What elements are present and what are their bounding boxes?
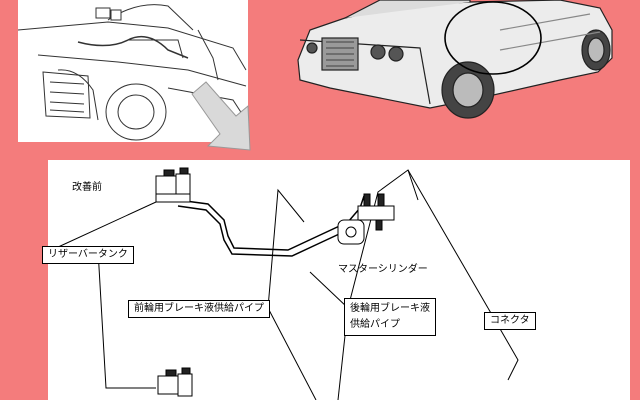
master-cylinder-icon: [337, 193, 395, 245]
rear-brake-pipe-label: 後輪用ブレーキ液 供給パイプ: [344, 298, 436, 336]
diagram-title: 改善前: [72, 182, 102, 193]
reservoir-tank-icon: [157, 367, 193, 397]
car-photo-icon: [297, 0, 613, 119]
reservoir-tank-icon: [155, 167, 191, 203]
front-brake-pipe-label: 前輪用ブレーキ液供給パイプ: [128, 300, 270, 318]
master-cylinder-label: マスターシリンダー: [338, 264, 428, 275]
rear-brake-pipe-label-line1: 後輪用ブレーキ液: [350, 303, 430, 314]
connector-label: コネクタ: [484, 312, 536, 330]
car-sketch-panel: [18, 0, 248, 142]
reservoir-tank-label: リザーバータンク: [42, 246, 134, 264]
brake-diagram-lines: [55, 167, 519, 400]
car-sketch-icon: [18, 4, 247, 141]
rear-brake-pipe-label-line2: 供給パイプ: [350, 319, 400, 330]
reservoir-tank-icon: [95, 7, 122, 21]
brake-diagram-panel: 改善前 リザーバータンク マスターシリンダー 前輪用ブレーキ液供給パイプ 後輪用…: [42, 160, 630, 400]
